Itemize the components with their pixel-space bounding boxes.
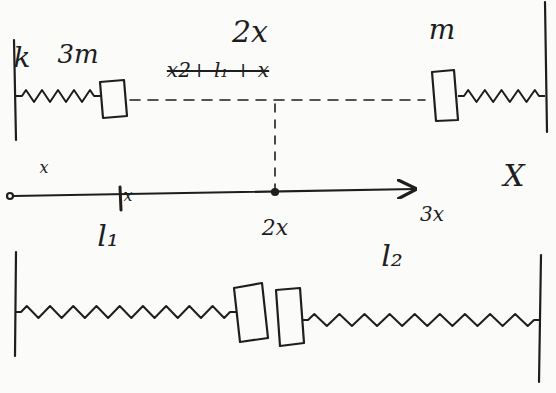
axis-dot	[272, 189, 278, 195]
label: x2+ l₁ + x	[167, 60, 269, 80]
spring	[458, 90, 545, 102]
label: 3x	[420, 204, 444, 224]
tick	[120, 187, 121, 210]
spring	[16, 90, 100, 102]
label: l₁	[97, 221, 119, 251]
right-wall	[545, 2, 547, 132]
block-m	[432, 70, 458, 121]
label: k	[14, 44, 31, 72]
label: x	[123, 188, 132, 204]
block-3m	[100, 80, 127, 118]
label: X	[503, 161, 524, 191]
label: m	[429, 16, 456, 44]
spring	[302, 314, 540, 326]
label: l₂	[381, 241, 403, 271]
left-wall	[15, 252, 16, 356]
label: 2x	[262, 217, 288, 239]
block-m	[276, 288, 304, 346]
label: 2x	[232, 17, 268, 47]
right-wall	[539, 255, 541, 382]
block-3m	[234, 283, 268, 342]
spring	[15, 306, 236, 318]
dashed-line	[274, 104, 276, 190]
axis	[13, 189, 415, 196]
dashed-line	[130, 99, 425, 101]
label: x	[39, 160, 48, 176]
label: 3m	[57, 41, 98, 67]
